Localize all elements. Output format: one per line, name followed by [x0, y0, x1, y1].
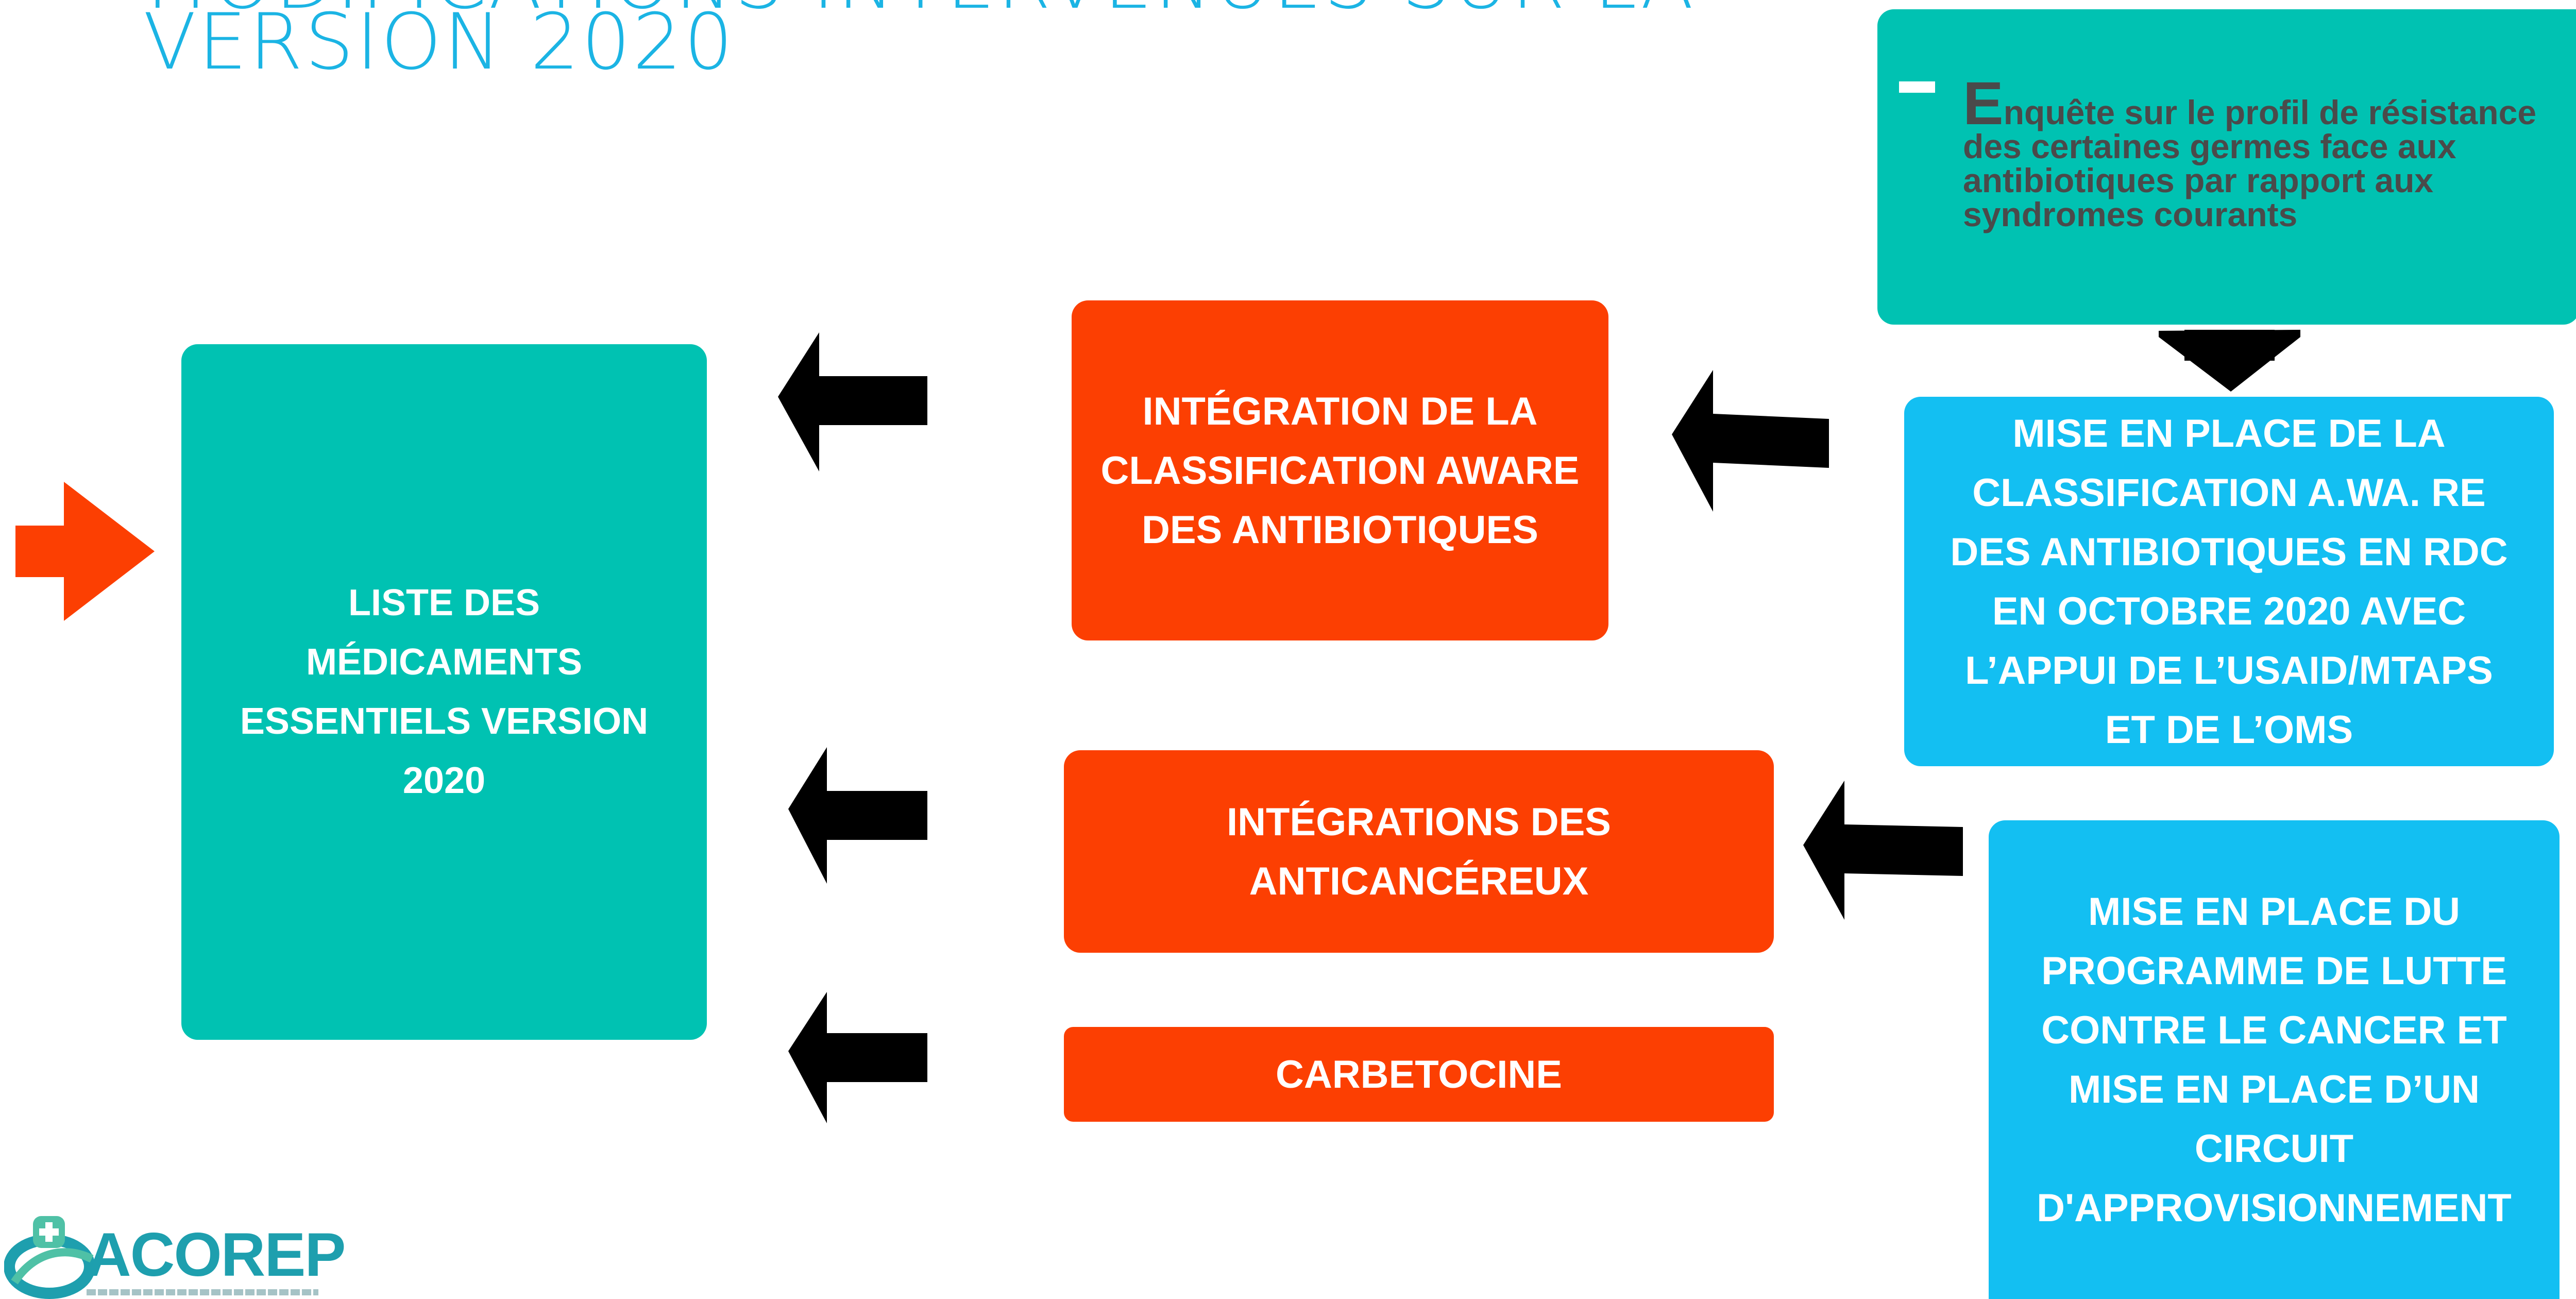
arrow-down-icon	[2159, 330, 2300, 392]
resistance-survey-text: Enquête sur le profil de résistance des …	[1963, 70, 2537, 233]
medical-cross-logo-icon	[4, 1216, 95, 1299]
cancer-program-line-2: PROGRAMME DE LUTTE	[2041, 949, 2507, 993]
essential-medicines-list-line-3: ESSENTIELS VERSION	[240, 701, 649, 742]
aware-classification-line-2: CLASSIFICATION AWARE	[1100, 448, 1580, 493]
logo-tagline-decoration	[87, 1289, 318, 1295]
acorep-logo: ACOREP	[0, 1211, 346, 1299]
aware-classification-box: INTÉGRATION DE LA CLASSIFICATION AWARE D…	[1072, 300, 1608, 640]
anticancer-integration-box: INTÉGRATIONS DES ANTICANCÉREUX	[1064, 750, 1774, 953]
cancer-program-line-5: CIRCUIT	[2194, 1126, 2354, 1171]
anticancer-integration-line-1: INTÉGRATIONS DES	[1227, 800, 1611, 844]
aware-classification-line-3: DES ANTIBIOTIQUES	[1142, 508, 1538, 552]
aware-rdc-line-3: DES ANTIBIOTIQUES EN RDC	[1950, 530, 2508, 574]
cancer-program-line-6: D'APPROVISIONNEMENT	[2037, 1186, 2512, 1230]
arrow-left-icon	[788, 747, 927, 884]
arrow-left-icon	[1803, 781, 1963, 920]
aware-classification-line-1: INTÉGRATION DE LA	[1142, 389, 1538, 433]
essential-medicines-list-line-4: 2020	[402, 760, 486, 801]
carbetocine-label: CARBETOCINE	[1276, 1052, 1562, 1096]
arrow-left-icon	[778, 332, 927, 471]
essential-medicines-list-line-2: MÉDICAMENTS	[306, 642, 582, 683]
arrow-left-icon	[788, 992, 927, 1123]
cancer-program-box: MISE EN PLACE DU PROGRAMME DE LUTTE CONT…	[1989, 820, 2560, 1299]
essential-medicines-list-line-1: LISTE DES	[348, 582, 540, 623]
aware-rdc-line-1: MISE EN PLACE DE LA	[2012, 411, 2446, 456]
entry-arrow-icon	[15, 482, 155, 621]
acorep-logo-text: ACOREP	[87, 1220, 346, 1289]
cancer-program-line-4: MISE EN PLACE D’UN	[2068, 1067, 2480, 1111]
page-title: MODIFICATIONS INTERVENUES SUR LA VERSION…	[143, 0, 1843, 87]
page-title-line-2: VERSION 2020	[143, 0, 735, 87]
aware-rdc-line-6: ET DE L’OMS	[2105, 707, 2353, 752]
aware-rdc-implementation-box: MISE EN PLACE DE LA CLASSIFICATION A.WA.…	[1904, 397, 2554, 766]
anticancer-integration-line-2: ANTICANCÉREUX	[1249, 859, 1589, 903]
carbetocine-box: CARBETOCINE	[1064, 1027, 1774, 1122]
aware-rdc-line-4: EN OCTOBRE 2020 AVEC	[1992, 589, 2466, 633]
arrow-left-icon	[1672, 370, 1829, 512]
cancer-program-line-1: MISE EN PLACE DU	[2088, 889, 2461, 934]
essential-medicines-list-box: LISTE DES MÉDICAMENTS ESSENTIELS VERSION…	[181, 344, 707, 1040]
resistance-survey-box: Enquête sur le profil de résistance des …	[1877, 9, 2576, 325]
cancer-program-line-3: CONTRE LE CANCER ET	[2041, 1008, 2507, 1052]
aware-rdc-line-2: CLASSIFICATION A.WA. RE	[1972, 470, 2486, 515]
bullet-dash-icon	[1899, 81, 1935, 93]
aware-rdc-line-5: L’APPUI DE L’USAID/MTAPS	[1965, 648, 2493, 693]
